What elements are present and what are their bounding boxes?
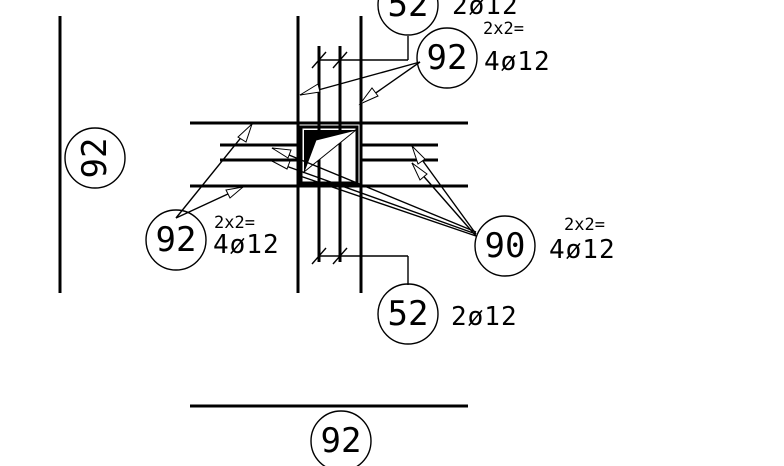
column-vertical-bars bbox=[296, 16, 363, 293]
top-center-mark-number: 52 bbox=[388, 0, 429, 25]
top-center-mark: 52 2ø12 bbox=[377, 0, 519, 36]
top-right-mark-number: 92 bbox=[427, 38, 468, 78]
bottom-center-mark: 52 2ø12 bbox=[377, 283, 518, 345]
top-right-spec: 4ø12 bbox=[484, 47, 551, 77]
bottom-bar-mark: 92 bbox=[310, 410, 372, 466]
bottom-center-spec: 2ø12 bbox=[451, 302, 518, 332]
right-note: 2x2= bbox=[564, 215, 605, 235]
right-mark: 90 2x2= 4ø12 bbox=[474, 215, 616, 277]
right-spec: 4ø12 bbox=[549, 235, 616, 265]
top-center-spec: 2ø12 bbox=[452, 0, 519, 21]
left-mark: 92 2x2= 4ø12 bbox=[145, 209, 280, 271]
left-mark-number: 92 bbox=[156, 220, 197, 260]
top-right-mark: 92 2x2= 4ø12 bbox=[416, 19, 551, 89]
left-vertical-bar-mark-number: 92 bbox=[75, 138, 115, 179]
bottom-center-mark-number: 52 bbox=[388, 294, 429, 334]
bottom-bar-mark-number: 92 bbox=[321, 421, 362, 461]
column-section bbox=[299, 125, 359, 185]
left-spec: 4ø12 bbox=[213, 230, 280, 260]
leader-lines bbox=[175, 36, 477, 285]
left-note: 2x2= bbox=[214, 213, 255, 233]
left-vertical-bar-mark: 92 bbox=[64, 127, 126, 189]
top-right-note: 2x2= bbox=[483, 19, 524, 39]
right-mark-number: 90 bbox=[485, 226, 526, 266]
